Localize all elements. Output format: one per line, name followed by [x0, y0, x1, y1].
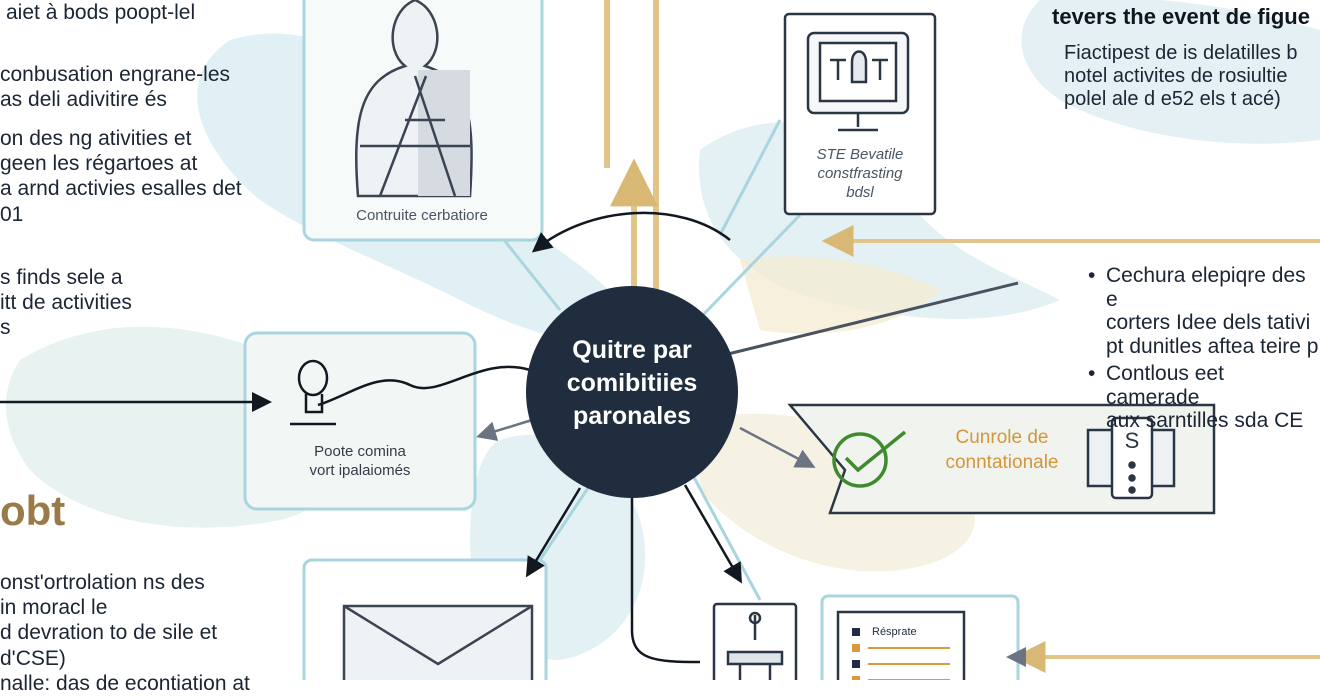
- document-icon: [836, 610, 966, 680]
- center-hub-label: Quitre par comibitiies paronales: [566, 336, 698, 430]
- left-text-3: on des ng ativities et geen les régartoe…: [0, 127, 242, 226]
- right-bullet-1: Cechura elepiqre des e corters Idee dels…: [1088, 264, 1320, 358]
- checkmark-circle-icon: [832, 430, 907, 488]
- left-text-4: s finds sele a itt de activities s: [0, 266, 132, 340]
- top-left-box-label: Contruite cerbatiore: [356, 207, 488, 224]
- right-top-heading: tevers the event de figue: [1052, 4, 1310, 29]
- scale-icon: [726, 611, 784, 680]
- top-right-box-label: STE Bevatile constfrasting bdsl: [816, 146, 904, 201]
- phone-icon: S: [1086, 416, 1176, 500]
- person-icon: [355, 0, 473, 198]
- document-label: Résprate: [872, 626, 917, 638]
- right-bullet-list: Cechura elepiqre des e corters Idee dels…: [1088, 264, 1320, 437]
- dark-arrows: [0, 211, 743, 664]
- envelope-icon: [342, 604, 534, 680]
- right-bullet-2: Contlous eet camerade aux sarntilles sda…: [1088, 362, 1320, 433]
- monitor-icon: [806, 31, 910, 132]
- svg-text:S: S: [1125, 428, 1140, 453]
- right-banner-label: Cunrole de conntationale: [945, 427, 1059, 473]
- gray-arrows: [476, 418, 1026, 667]
- middle-left-box-label: Poote comina vort ipalaiomés: [309, 443, 411, 479]
- right-top-body: Fiactipest de is delatilles b notel acti…: [1064, 42, 1298, 110]
- left-text-1: aiet à bods poopt-lel: [6, 1, 196, 24]
- middle-left-box: [243, 331, 477, 511]
- lightbulb-icon: [290, 359, 336, 426]
- center-hub-circle: [526, 286, 738, 498]
- left-heading: obt: [0, 487, 66, 534]
- left-text-2: conbusation engrane-les as deli adivitir…: [0, 63, 230, 112]
- left-text-5: onst'ortrolation ns des in moracl le d d…: [0, 571, 250, 695]
- gold-connectors: [604, 0, 1320, 673]
- pointer-line: [727, 281, 1019, 356]
- diagram-canvas: S: [0, 0, 1320, 680]
